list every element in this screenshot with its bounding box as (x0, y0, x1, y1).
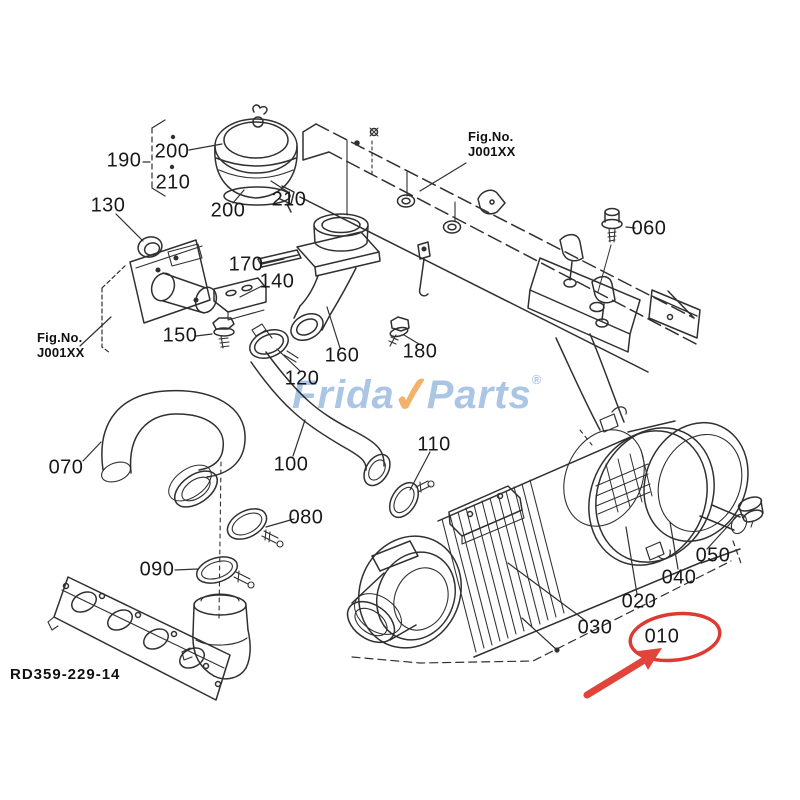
bellows-ribs (441, 479, 565, 653)
figure-reference-left: Fig.No. J001XX (37, 330, 85, 360)
air-cleaner-cover (588, 406, 749, 566)
support-plate (101, 239, 218, 354)
bolt-180 (388, 316, 410, 347)
intake-manifold (47, 576, 231, 701)
figure-reference-top-right: Fig.No. J001XX (468, 129, 516, 159)
hose-clamp-080 (226, 508, 284, 548)
highlight-ellipse (628, 611, 722, 663)
pre-cleaner-cap (214, 104, 298, 213)
figure-reference-label: Fig.No. (37, 330, 83, 345)
dust-valve (737, 496, 764, 528)
drawing-number: RD359-229-14 (10, 666, 121, 683)
highlight-arrow-shaft (583, 655, 650, 699)
air-cleaner-body (346, 431, 703, 658)
hose-070 (101, 389, 246, 508)
watermark-text-prefix: Frida (292, 373, 395, 417)
fridayparts-watermark: Frida✓Parts® (292, 364, 543, 426)
frame-rail (299, 123, 701, 446)
hose-clamp-120 (249, 323, 299, 363)
grommet-ring (137, 236, 163, 258)
centerline (218, 461, 222, 619)
hose-clamp-090 (195, 556, 255, 589)
highlight-annotations (583, 611, 722, 699)
checkmark-swoosh-icon: ✓ (388, 364, 437, 426)
watermark-text-suffix: Parts (426, 373, 532, 417)
hose-clamp-110 (388, 480, 435, 519)
figure-reference-code: J001XX (468, 143, 516, 159)
highlight-arrow-head (638, 648, 662, 670)
bolt-150 (212, 317, 235, 349)
figure-reference-code: J001XX (37, 344, 85, 360)
inlet-elbow (290, 139, 381, 342)
filter-element (563, 429, 653, 527)
mounting-bracket (213, 277, 267, 321)
bolt-060 (597, 207, 623, 293)
spacer-bar (257, 249, 302, 268)
registered-trademark-icon: ® (531, 372, 543, 387)
hose-100 (250, 351, 391, 487)
riser-pipe (181, 593, 251, 680)
leader-lines (79, 119, 743, 664)
figure-reference-label: Fig.No. (468, 129, 514, 144)
